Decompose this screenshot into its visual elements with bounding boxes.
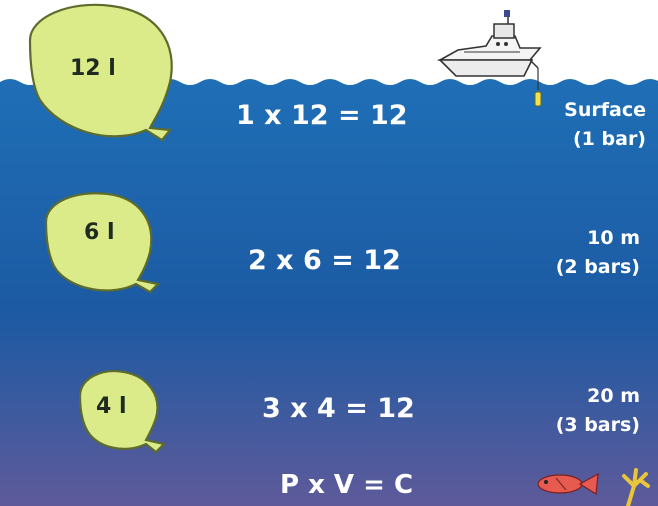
depth-value: Surface bbox=[564, 99, 646, 121]
balloon-icon bbox=[44, 192, 161, 294]
depth-label: Surface (1 bar) bbox=[564, 96, 646, 154]
balloon-volume-label: 4 l bbox=[96, 394, 127, 419]
balloon-volume-label: 12 l bbox=[70, 56, 116, 81]
depth-value: 10 m bbox=[587, 227, 640, 249]
depth-label: 20 m (3 bars) bbox=[556, 382, 640, 440]
balloon-icon bbox=[78, 370, 167, 454]
buoy-icon bbox=[534, 91, 542, 107]
coral-icon bbox=[622, 468, 650, 506]
depth-value: 20 m bbox=[587, 385, 640, 407]
equation: 1 x 12 = 12 bbox=[236, 100, 408, 131]
boyle-law-formula: P x V = C bbox=[280, 470, 414, 500]
fish-icon bbox=[537, 472, 599, 496]
water bbox=[0, 79, 658, 506]
pressure-value: (1 bar) bbox=[573, 128, 646, 150]
pressure-value: (3 bars) bbox=[555, 414, 640, 436]
balloon-icon bbox=[28, 3, 173, 142]
depth-label: 10 m (2 bars) bbox=[556, 224, 640, 282]
boat-icon bbox=[436, 10, 542, 90]
equation: 3 x 4 = 12 bbox=[262, 393, 415, 424]
pressure-value: (2 bars) bbox=[555, 256, 640, 278]
equation: 2 x 6 = 12 bbox=[248, 245, 401, 276]
balloon-volume-label: 6 l bbox=[84, 220, 115, 245]
